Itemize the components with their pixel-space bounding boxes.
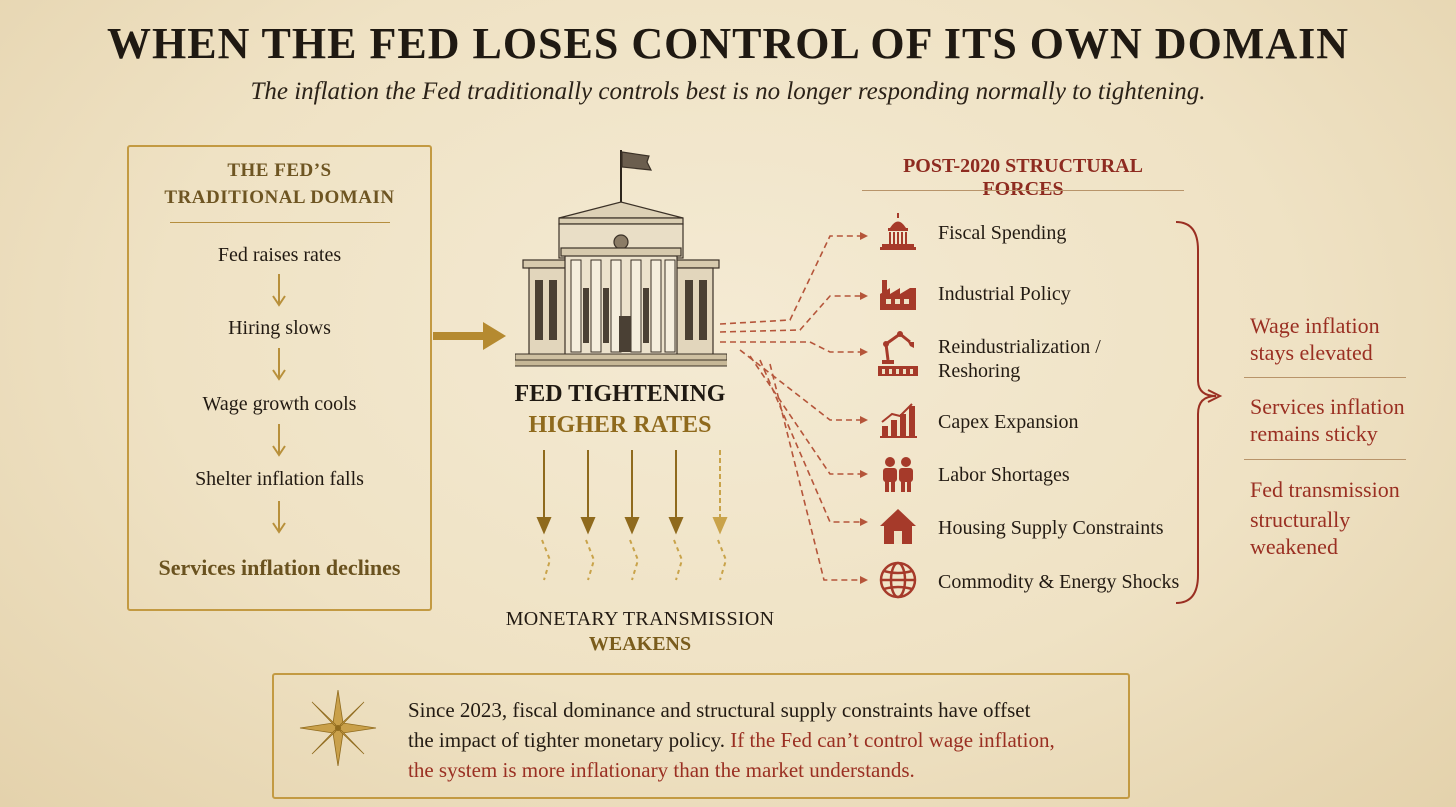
bar-chart-icon [880,403,917,438]
factory-icon [880,280,916,310]
conclusion-line-2: the impact of tighter monetary policy. I… [408,725,1108,755]
page-subtitle: The inflation the Fed traditionally cont… [250,78,1206,105]
traditional-domain-heading-2: TRADITIONAL DOMAIN [164,187,395,208]
down-arrow-icon [272,274,286,307]
traditional-domain-box [127,145,432,611]
right-arrow-icon [433,322,506,350]
monetary-transmission-label: MONETARY TRANSMISSION [505,608,775,630]
down-arrow-icon [272,424,286,457]
force-connector-lines [720,232,868,584]
force-reindustrialization-2: Reshoring [938,360,1021,382]
traditional-domain-heading-1: THE FED’S [227,160,332,181]
outcome-divider [1244,459,1406,460]
compass-star-icon [299,689,377,767]
fed-tightening-label: FED TIGHTENING [514,381,726,407]
down-arrow-icon [272,348,286,381]
weakens-label: WEAKENS [588,633,692,655]
capitol-icon [880,213,916,250]
outcome-divider [1244,377,1406,378]
conclusion-line-3: the system is more inflationary than the… [408,758,915,782]
outcome-fed-transmission-2: structurally [1250,507,1351,532]
step-hiring-slows: Hiring slows [228,317,331,339]
force-labor-shortages: Labor Shortages [938,464,1070,486]
outcome-fed-transmission-1: Fed transmission [1250,477,1400,502]
federal-reserve-building-icon [515,150,727,367]
heading-divider [170,222,390,223]
conclusion-box [272,673,1130,799]
step-services-inflation-declines: Services inflation declines [158,555,401,580]
conclusion-text: Since 2023, fiscal dominance and structu… [408,695,1108,785]
outcome-wage-inflation-1: Wage inflation [1250,313,1380,338]
structural-forces-heading: POST-2020 STRUCTURAL FORCES [903,155,1143,200]
conclusion-line-1: Since 2023, fiscal dominance and structu… [408,698,1031,722]
force-fiscal-spending: Fiscal Spending [938,222,1067,244]
house-icon [880,509,916,544]
outcome-wage-inflation-2: stays elevated [1250,340,1373,365]
conclusion-line-2-red: If the Fed can’t control wage inflation, [730,728,1055,752]
force-reindustrialization-1: Reindustrialization / [938,336,1101,358]
weakening-arrows-icon [536,450,728,581]
force-capex-expansion: Capex Expansion [938,411,1079,433]
force-housing-supply: Housing Supply Constraints [938,517,1164,539]
higher-rates-label: HIGHER RATES [528,412,712,438]
step-fed-raises-rates: Fed raises rates [217,244,342,266]
step-shelter-inflation-falls: Shelter inflation falls [195,468,364,490]
globe-icon [879,561,917,599]
force-industrial-policy: Industrial Policy [938,283,1071,305]
page-title: WHEN THE FED LOSES CONTROL OF ITS OWN DO… [107,19,1349,68]
step-wage-growth-cools: Wage growth cools [202,393,357,415]
robot-arm-icon [878,331,918,376]
forces-divider [862,190,1184,191]
force-commodity-energy: Commodity & Energy Shocks [938,571,1180,593]
outcome-services-inflation-1: Services inflation [1250,394,1405,419]
down-arrow-icon [272,501,286,534]
outcome-services-inflation-2: remains sticky [1250,421,1378,446]
outcome-fed-transmission-3: weakened [1250,534,1338,559]
right-brace-icon [1175,221,1223,604]
workers-icon [883,457,913,492]
conclusion-line-2-plain: the impact of tighter monetary policy. [408,728,726,752]
